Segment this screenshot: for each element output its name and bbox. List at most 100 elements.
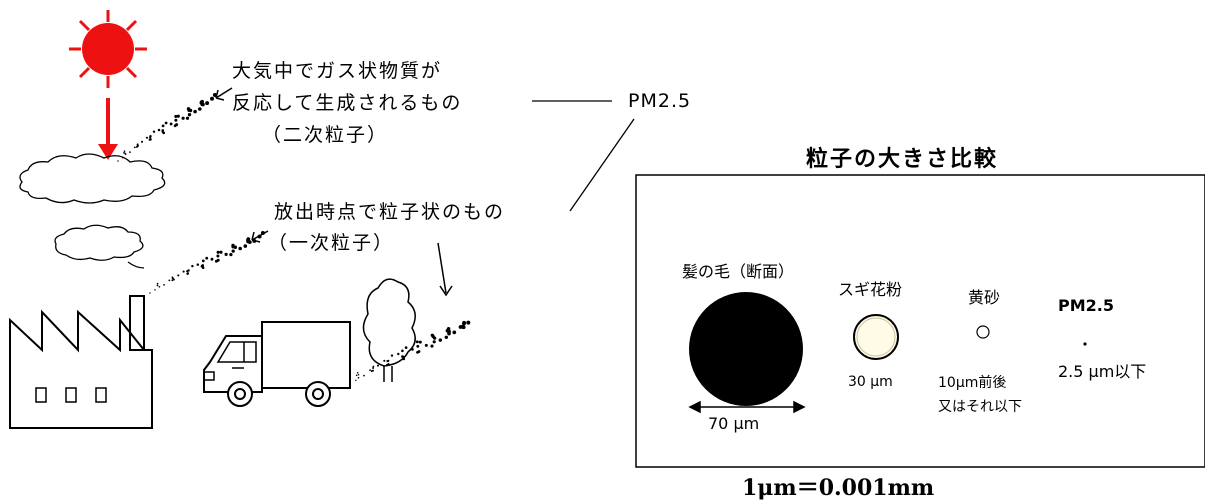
particle-dot [136, 144, 140, 148]
particle-dot [168, 279, 171, 282]
sun-icon [69, 10, 147, 88]
particle-dot [171, 279, 174, 282]
pm25-size: 2.5 μm以下 [1058, 362, 1147, 381]
particle-dot [210, 257, 214, 261]
tree-icon [362, 278, 416, 382]
sunlight-arrow [98, 98, 118, 160]
particle-dot [123, 150, 126, 152]
particle-dot [152, 130, 156, 133]
particle-dot [157, 128, 161, 132]
particle-dot [383, 359, 386, 362]
particle-dot [357, 374, 360, 376]
particle-dot [355, 379, 357, 382]
particle-dot [174, 118, 178, 122]
particle-dot [117, 160, 119, 162]
truck-icon [203, 321, 351, 407]
particle-dot [432, 340, 436, 344]
particle-dot [182, 270, 185, 273]
cloud-icon [19, 153, 166, 204]
particle-dot [402, 357, 406, 361]
particle-dot [452, 330, 457, 335]
particle-dot [418, 340, 422, 344]
particle-dot [201, 259, 205, 263]
particle-dot [133, 146, 136, 149]
particle-dot [461, 325, 466, 330]
particle-dot [397, 352, 400, 356]
sand-size-line1: 10μm前後 [938, 375, 1007, 391]
pm25-comparison-label: PM2.5 [1058, 296, 1114, 315]
particle-dot [124, 153, 127, 155]
particle-dot [176, 114, 180, 118]
hair-label: 髪の毛（断面） [682, 262, 795, 281]
particle-dot [187, 269, 190, 272]
cedar-label: スギ花粉 [838, 280, 903, 299]
particle-dot [129, 151, 131, 153]
particle-dot [216, 258, 220, 262]
particle-dot [416, 344, 420, 348]
particle-dot [401, 349, 404, 353]
primary-label-line2: （一次粒子） [268, 232, 395, 254]
particle-dot [188, 108, 193, 113]
particle-dot [172, 278, 175, 281]
particle-dot [466, 320, 471, 325]
particle-dot [216, 250, 220, 254]
pm25-label: PM2.5 [628, 90, 692, 112]
particle-dot [372, 369, 374, 372]
particle-dot [404, 346, 408, 349]
secondary-label-line1: 大気中でガス状物質が [232, 60, 443, 82]
particle-dot [390, 354, 394, 357]
particle-dot [224, 252, 228, 256]
particle-dot [198, 107, 202, 111]
particle-dot [162, 131, 166, 135]
particle-dot [193, 109, 197, 114]
particle-dot [363, 374, 365, 377]
particle-dot [357, 376, 360, 379]
particle-dot [196, 263, 200, 266]
primary-label-line1: 放出時点で粒子状のもの [274, 201, 506, 223]
particle-dot [140, 140, 144, 143]
cedar-pollen-circle [853, 314, 899, 360]
particle-dot [201, 266, 205, 270]
particle-dot [148, 138, 151, 141]
particle-dot [201, 264, 205, 267]
particle-dot [372, 367, 375, 369]
factory-icon [9, 295, 153, 429]
particle-dot [386, 359, 389, 363]
comparison-title: 粒子の大きさ比較 [806, 147, 999, 172]
particle-dot [219, 250, 223, 254]
particle-dot [376, 364, 380, 367]
particle-dot [205, 256, 209, 260]
comparison-box [635, 174, 1205, 468]
pointer-arrows [215, 87, 453, 297]
yellow-sand-circle [976, 325, 990, 339]
particle-dot [156, 282, 159, 285]
particle-dot [187, 113, 192, 117]
pm25-dot [1083, 342, 1087, 346]
particle-dot [401, 355, 404, 358]
particle-dot [216, 254, 220, 258]
particle-dot [233, 245, 238, 250]
connector-lines [532, 100, 635, 212]
particle-dot [430, 333, 434, 337]
particle-dot [438, 338, 442, 342]
particle-dot [163, 284, 165, 286]
particle-dot [156, 284, 159, 287]
particle-dot [185, 116, 190, 120]
particle-dot [210, 96, 214, 101]
particle-dot [186, 272, 189, 275]
particle-dot [164, 121, 168, 125]
sand-label: 黄砂 [968, 288, 1001, 307]
particle-dot [121, 157, 124, 159]
particle-dot [369, 369, 371, 371]
particle-dot [243, 244, 248, 248]
particle-dot [417, 350, 421, 353]
cloud-icon-small [54, 224, 144, 261]
particle-dot [154, 289, 156, 291]
particle-dot [149, 292, 151, 294]
particle-dot [411, 348, 414, 351]
particle-dot [191, 264, 194, 268]
sand-size-line2: 又はそれ以下 [938, 399, 1022, 415]
particle-dot [372, 365, 375, 368]
particle-dot [432, 336, 437, 340]
